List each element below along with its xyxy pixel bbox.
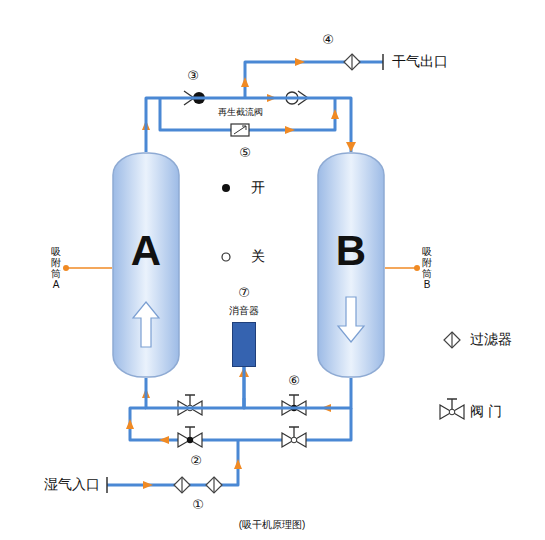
legend-filter-sample <box>444 332 460 348</box>
callout-number: 再生截流阀 <box>218 108 263 118</box>
callout-number: ⑥ <box>288 374 300 388</box>
outlet-end <box>382 54 384 70</box>
flow-arrow <box>234 459 242 469</box>
leader-line <box>385 267 417 269</box>
tank-label: 吸附筒A <box>51 246 61 290</box>
legend-text: 过滤器 <box>470 332 512 347</box>
outlet-pipe <box>245 62 383 98</box>
pipe-connector <box>146 98 351 152</box>
tank-body <box>318 153 384 377</box>
valve-symbol <box>282 427 306 447</box>
legend-text: 阀 门 <box>470 404 502 419</box>
inlet-pipe <box>107 440 238 485</box>
closed-dot <box>222 253 230 261</box>
filter-symbol <box>206 477 222 493</box>
muffler-body <box>232 322 256 367</box>
flow-direction-arrow <box>338 297 364 342</box>
inlet-end <box>106 477 108 493</box>
flow-arrow <box>285 126 295 134</box>
part-label: 关 <box>251 249 265 264</box>
callout-number: ③ <box>187 69 199 83</box>
throttle-valve <box>231 124 249 136</box>
flow-arrow <box>159 436 169 444</box>
callout-number: ⑤ <box>239 146 251 160</box>
flow-direction-arrow <box>133 302 159 347</box>
adsorption-tank: A <box>112 152 180 378</box>
muffler-box: 消音器 <box>227 304 261 367</box>
leader-dot <box>414 265 420 271</box>
filter-symbol <box>344 54 360 70</box>
valve-symbol <box>282 395 306 415</box>
flow-arrow <box>143 481 153 489</box>
valve-symbol <box>178 427 202 447</box>
open-dot <box>222 184 230 192</box>
part-label: 干气出口 <box>392 54 448 69</box>
callout-number: ④ <box>322 33 334 47</box>
tank-letter: A <box>112 230 180 272</box>
valve-symbol <box>178 395 202 415</box>
flow-arrow <box>331 109 339 119</box>
leader-dot <box>63 265 69 271</box>
leader-line <box>66 267 112 269</box>
tank-body <box>113 153 179 377</box>
adsorption-tank: B <box>317 152 385 378</box>
tank-letter: B <box>317 230 385 272</box>
caption: (吸干机原理图) <box>239 519 306 530</box>
filter-symbol <box>174 477 190 493</box>
flow-arrow <box>126 419 134 429</box>
callout-number: ① <box>192 498 204 512</box>
flow-arrow <box>295 58 305 66</box>
part-label: 湿气入口 <box>44 477 100 492</box>
callout-number: ⑦ <box>238 286 250 300</box>
flow-arrow <box>241 77 249 87</box>
tank-label: 吸附筒B <box>422 246 432 290</box>
legend-valve-sample <box>440 399 464 419</box>
muffler-label: 消音器 <box>227 304 261 318</box>
part-label: 开 <box>251 180 265 195</box>
callout-number: ② <box>190 454 202 468</box>
lower-pipe <box>130 408 351 440</box>
